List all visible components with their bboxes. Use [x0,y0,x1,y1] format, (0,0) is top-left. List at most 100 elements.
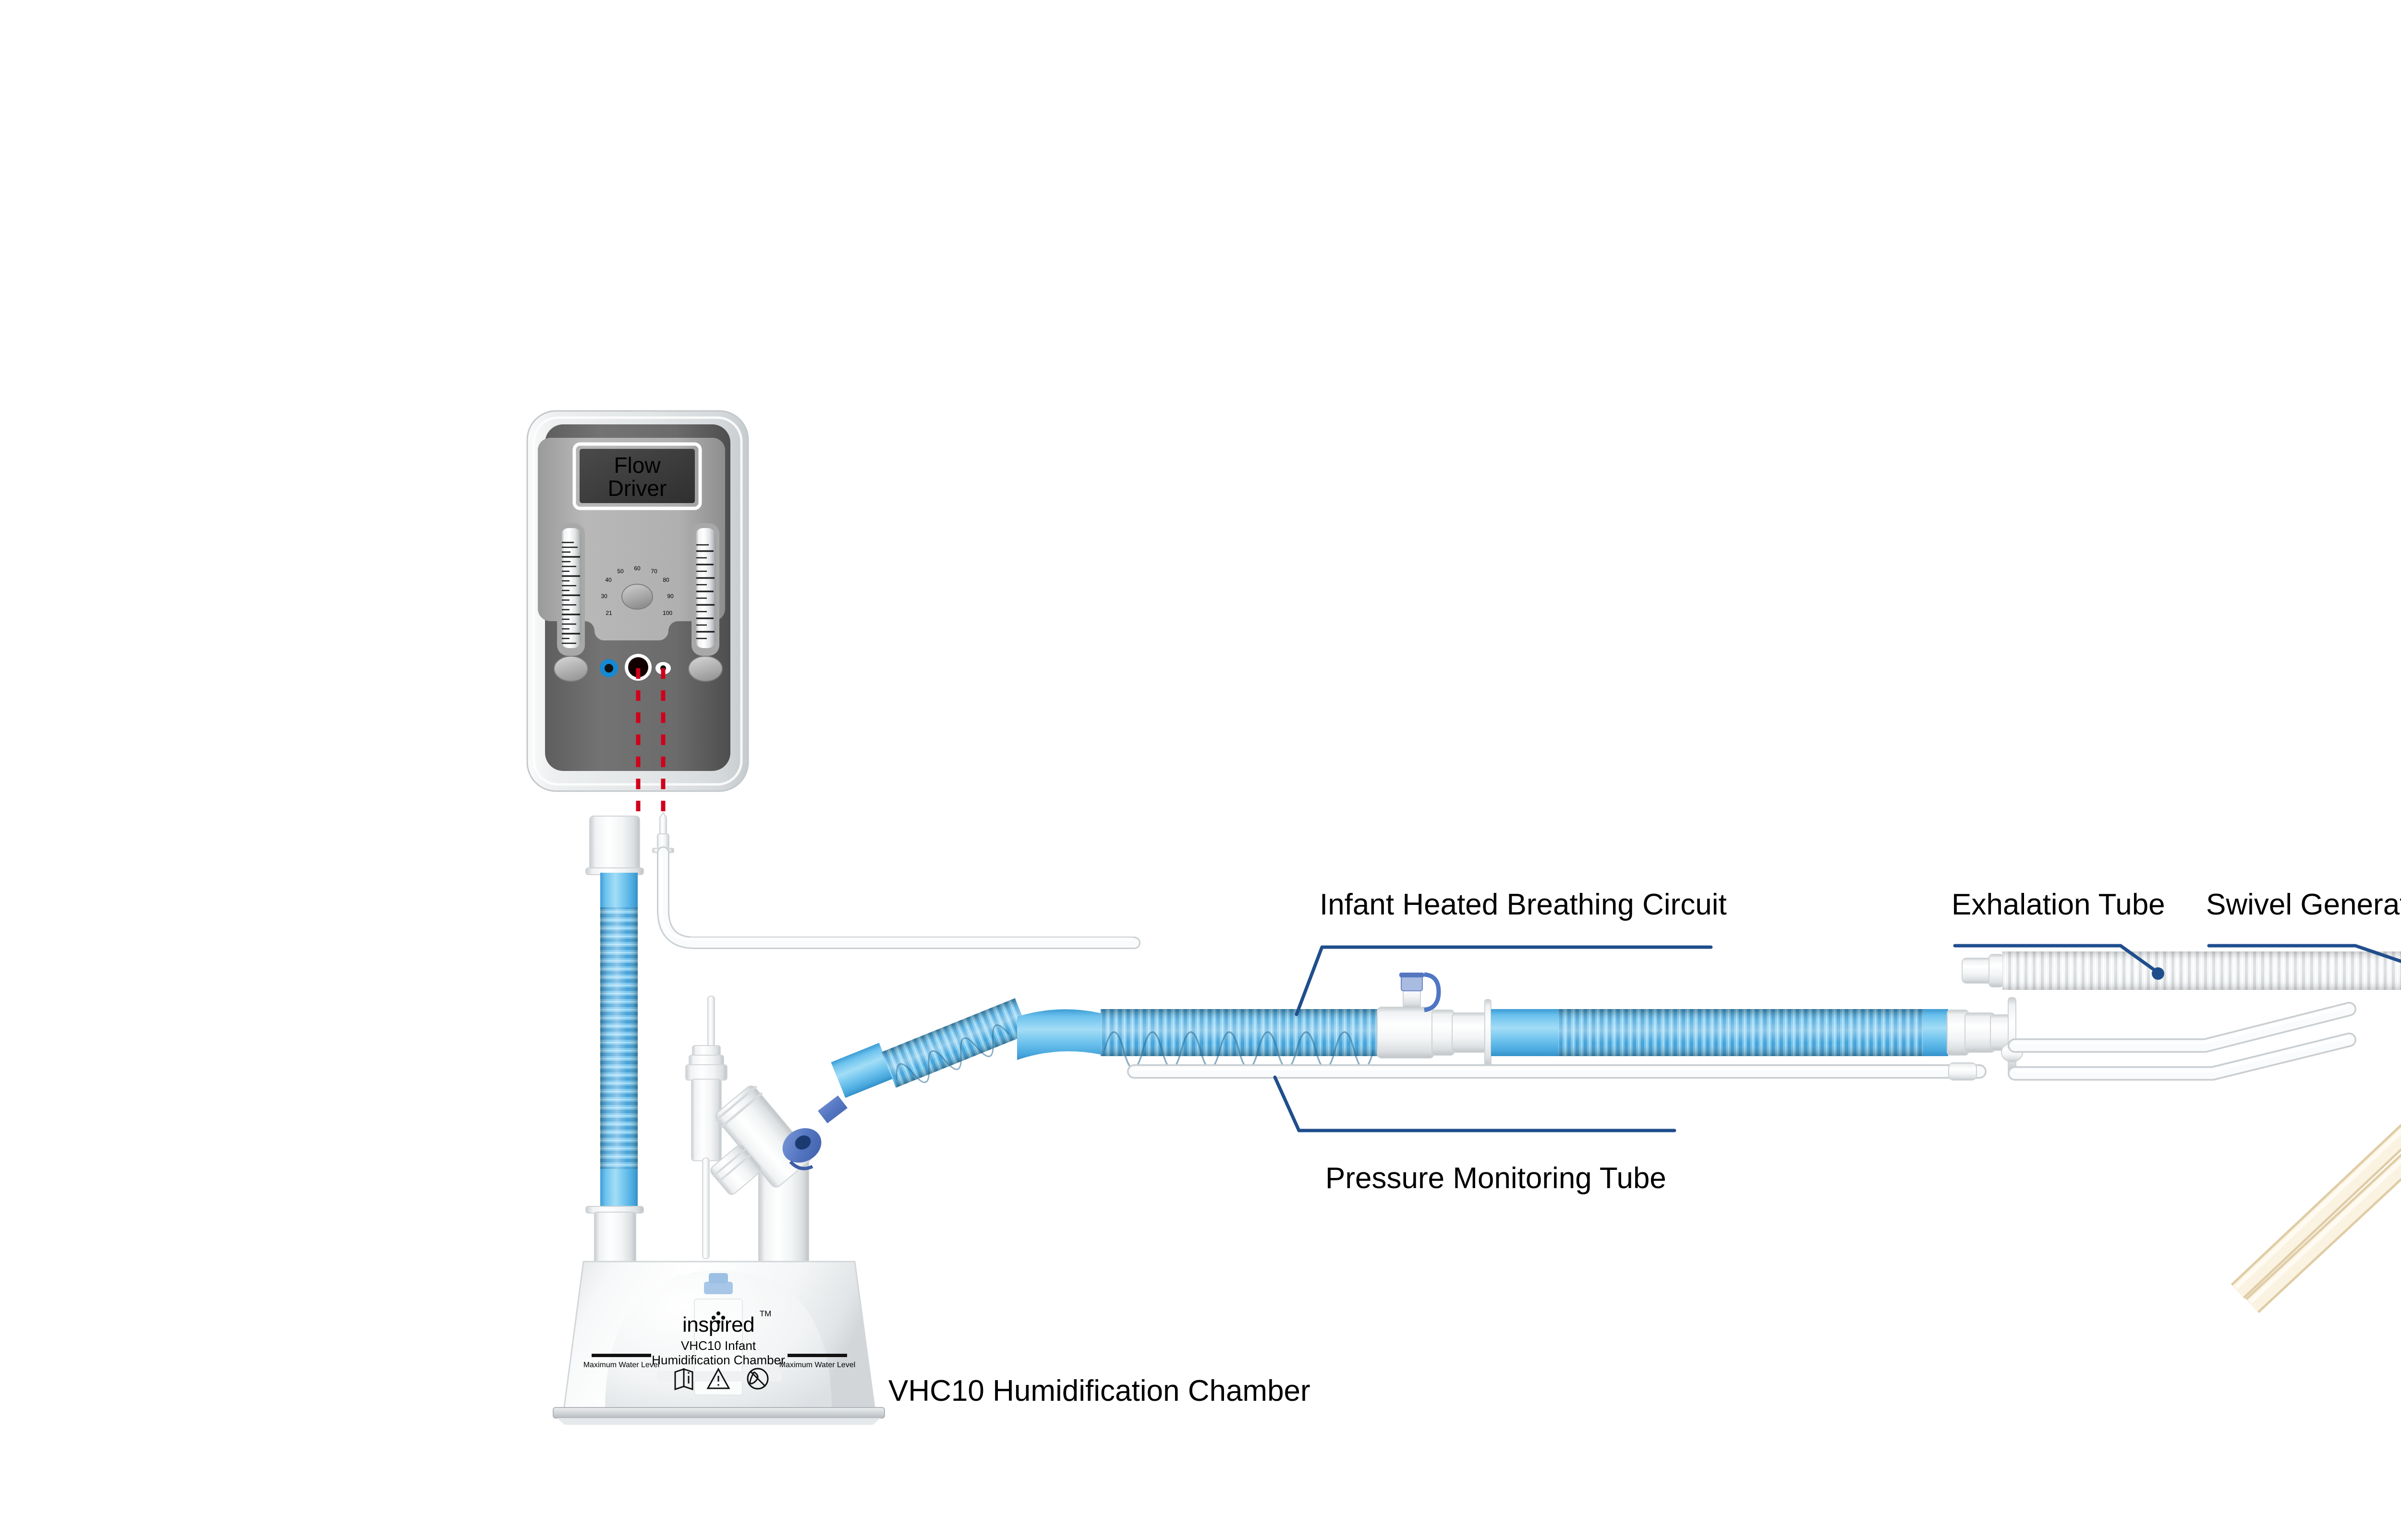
left-flowmeter-tube [561,528,581,648]
label-text-swivel-generator: Swivel Generator [2206,888,2401,921]
right-flowmeter-tube [695,528,715,648]
chamber-base-plate [553,1407,885,1419]
label-text-infant-heated-breathing-circuit: Infant Heated Breathing Circuit [1320,888,1727,921]
dial-tick-60: 60 [634,565,641,572]
inspiratory-limb-corrugated [600,907,638,1169]
pressure-monitoring-tube [1127,1062,1987,1081]
device-port-row [600,654,671,681]
nasal-prong-upper-body [2232,1127,2401,1297]
chamber-outlet-elbow-assembly [710,1043,894,1270]
limb-transition-body [1017,1009,1103,1060]
butterfly-clamp[interactable] [776,1095,848,1170]
pressure-line-luer-body [657,833,669,849]
water-level-bar-right [788,1354,847,1357]
label-text-vhc10-humidification-chamber: VHC10 Humidification Chamber [888,1374,1310,1408]
label-leader-infant-heated-breathing-circuit [1295,945,1713,1016]
left-flowmeter[interactable] [554,523,588,682]
lower-limb-highlight [2013,1035,2350,1072]
label-text-exhalation-tube: Exhalation Tube [1952,888,2165,921]
tpiece-body-right [1452,1012,1487,1053]
circuit-blue-collar-mid [1491,1009,1558,1056]
elbow-side-spigot [710,1144,762,1195]
label-vhc10-humidification-chamber: VHC10 Humidification Chamber [888,1374,1310,1408]
pressure-tube-end-cuff [1948,1062,1977,1081]
label-text-pressure-monitoring-tube: Pressure Monitoring Tube [1325,1162,1666,1195]
water-level-bar-left [592,1354,651,1357]
label-dot-exhalation-tube [2152,967,2164,980]
screen-bezel [572,442,702,510]
label-pressure-monitoring-tube: Pressure Monitoring Tube [1273,1075,1676,1195]
dial-tick-40: 40 [605,577,612,583]
dial-tick-30: 30 [601,593,607,600]
heated-circuit-left-run [1101,1009,1379,1070]
oxygen-concentration-dial[interactable]: 21 30 40 50 60 70 80 90 100 [601,565,674,616]
nasal-prong-upper-highlight [2234,1128,2401,1289]
tpiece-cap-tether [1424,972,1441,1012]
label-leader-swivel-generator [2207,944,2401,963]
consult-instructions-icon [674,1368,693,1391]
dial-tick-80: 80 [663,577,669,583]
nasal-prong-tubing [2231,1123,2401,1313]
lower-limb-body [2009,1034,2355,1079]
chamber-symbol-row [674,1367,769,1391]
water-level-label-right: Maximum Water Level [779,1361,856,1369]
right-flowmeter-scale [696,544,715,639]
oxygen-dial-scale: 21 30 40 50 60 70 80 90 100 [601,565,674,616]
chamber-brand-tm: TM [760,1309,772,1318]
nasal-prong-lower-highlight [2248,1158,2401,1304]
elbow-angled-body [715,1085,812,1188]
diagonal-to-horizontal-transition [1017,1009,1103,1060]
chamber-brand-text: inspired [682,1313,754,1336]
butterfly-clamp-pivot [795,1135,811,1150]
warning-triangle-icon [706,1367,730,1389]
oxygen-dial-knob[interactable] [621,584,653,610]
dial-tick-50: 50 [617,568,624,575]
upper-limb-highlight [2013,1004,2350,1045]
tpiece-step [1431,1010,1455,1056]
diagonal-limb-collar [831,1043,894,1098]
pressure-line-upper-highlight [660,851,1134,940]
chamber-inlet-nub-upper [709,1273,728,1284]
inspiratory-limb-chamber-port [594,1212,636,1265]
tpiece-port-cap[interactable] [1401,975,1423,991]
twin-patient-limbs [2008,1002,2356,1081]
inspiratory-limb-upper-collar [600,873,638,907]
butterfly-clamp-tail [789,1160,813,1170]
device-screen [580,449,695,503]
exhalation-tube-shading [2002,951,2401,990]
tpiece-flange [1484,999,1492,1067]
right-flowmeter[interactable] [688,523,723,682]
label-infant-heated-breathing-circuit: Infant Heated Breathing Circuit [1295,888,1727,1016]
inspiratory-limb-lower-collar [600,1169,638,1206]
inspiratory-limb-top-cuff [589,816,640,873]
dial-tick-100: 100 [663,610,672,616]
blue-port-bore [605,664,613,673]
heated-circuit-right-run [1558,1009,1923,1056]
exhalation-tube-end-cuff [1962,958,1992,984]
water-level-label-left: Maximum Water Level [583,1361,660,1369]
vertical-inspiratory-limb [585,816,644,1265]
vhc10-humidification-chamber: inspired TM VHC10 Infant Humidification … [553,1261,885,1425]
dial-tick-70: 70 [651,568,657,575]
dial-tick-21: 21 [606,610,612,616]
circuit-blue-collar-end [1923,1009,1948,1056]
chamber-inlet-nub-lower [704,1282,733,1294]
label-exhalation-tube: Exhalation Tube [1952,888,2165,980]
pressure-monitoring-line-upper [652,812,1140,949]
screen-title-line2: Driver [608,476,667,501]
left-flowmeter-knob[interactable] [554,656,588,682]
right-flowmeter-knob[interactable] [688,656,723,682]
butterfly-clamp-arm [818,1095,848,1123]
pressure-line-luer-tip [659,812,667,834]
tpiece-cap-top [1399,973,1424,977]
upper-limb-body [2009,1003,2355,1051]
chamber-product-line1: VHC10 Infant [681,1338,756,1353]
circuit-tpiece-adapter [1377,972,1558,1067]
inspired-dot-cluster [711,1311,726,1324]
nasal-prong-lower-body [2247,1156,2401,1311]
label-leader-exhalation-tube [1953,944,2160,975]
flow-driver-device[interactable]: Flow Driver [526,410,749,792]
label-leader-pressure-monitoring-tube [1273,1075,1676,1132]
temperature-probe-collar [685,1064,728,1081]
